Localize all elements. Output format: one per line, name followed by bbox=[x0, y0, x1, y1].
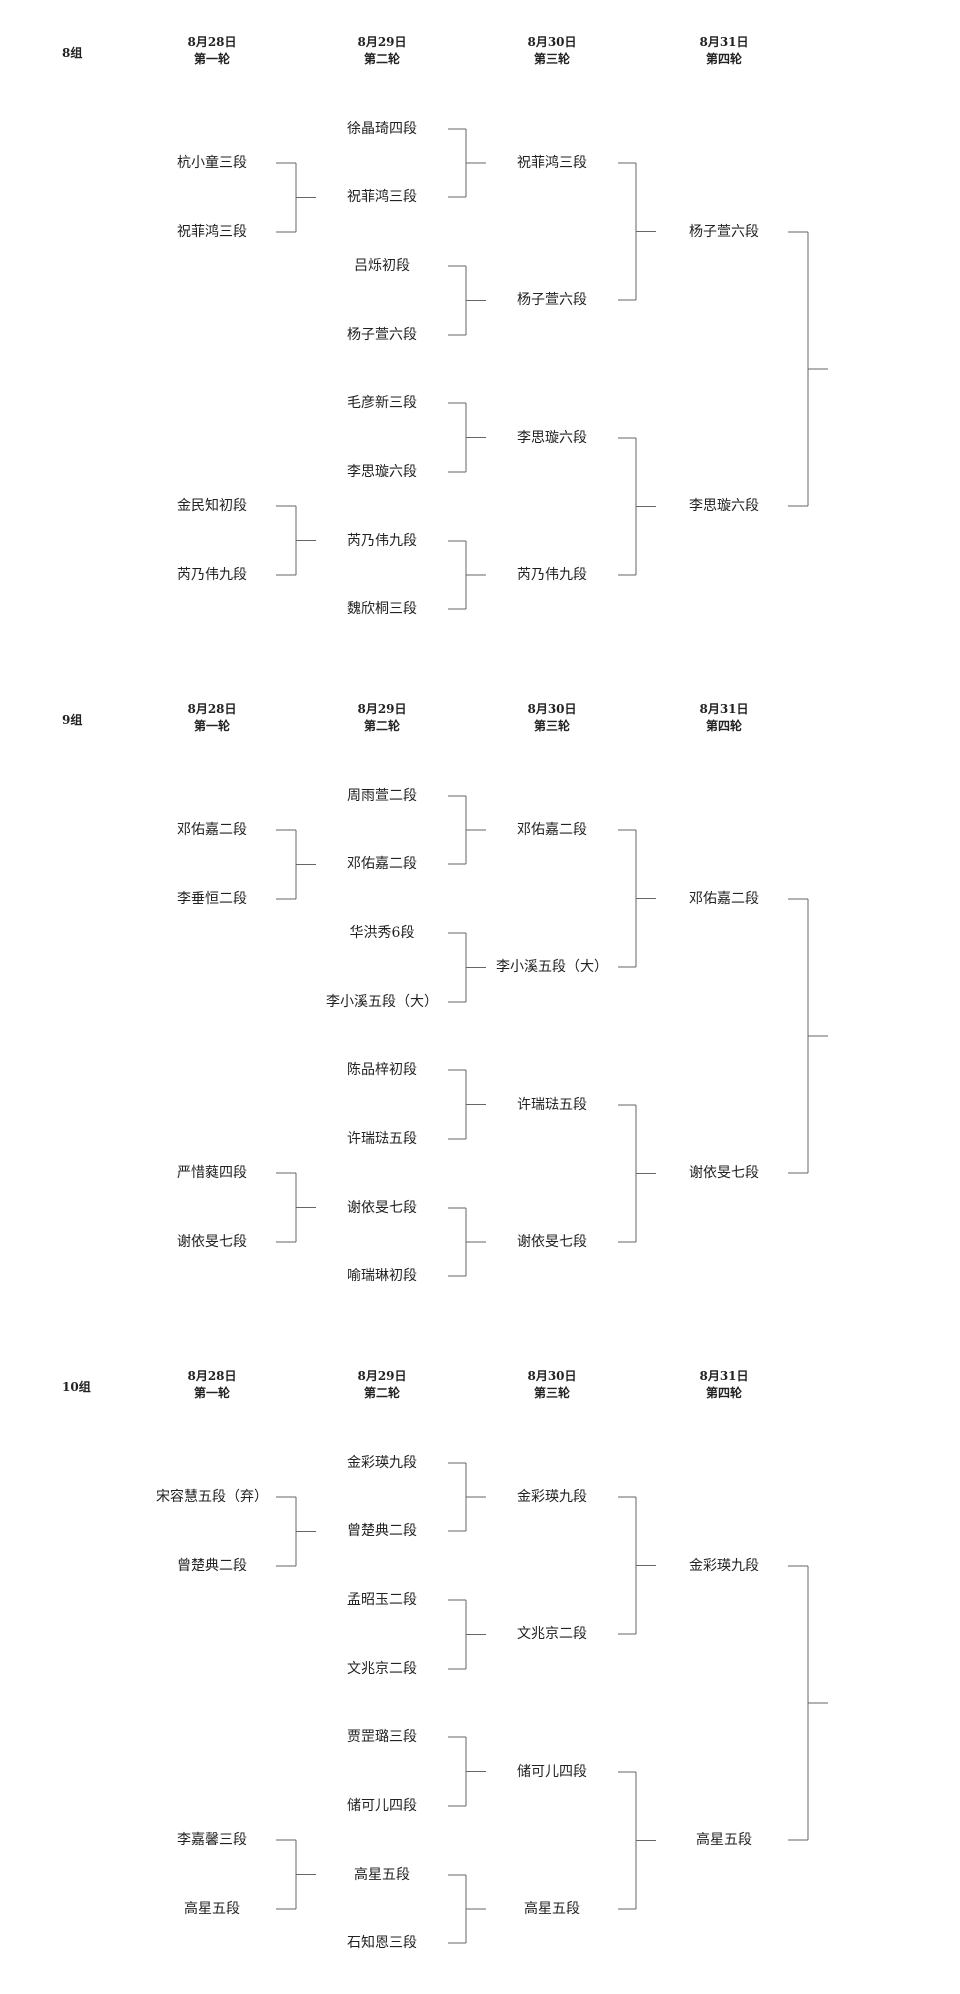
player-name: 金彩瑛九段 bbox=[347, 1455, 417, 1471]
player-name: 毛彦新三段 bbox=[347, 395, 417, 411]
round-date: 8月30日 bbox=[527, 702, 577, 716]
player-name: 杨子萱六段 bbox=[517, 292, 587, 308]
player-name: 芮乃伟九段 bbox=[177, 567, 247, 583]
player-name: 曾楚典二段 bbox=[347, 1523, 417, 1539]
round-name: 第二轮 bbox=[363, 1386, 400, 1400]
player-name: 谢依旻七段 bbox=[177, 1234, 247, 1250]
player-name: 谢依旻七段 bbox=[517, 1234, 587, 1250]
round-name: 第二轮 bbox=[363, 719, 400, 733]
player-name: 芮乃伟九段 bbox=[517, 567, 587, 583]
round-header: 8月30日第三轮 bbox=[492, 34, 612, 68]
round-header: 8月28日第一轮 bbox=[152, 34, 272, 68]
player-name: 杨子萱六段 bbox=[689, 224, 759, 240]
player-name: 宋容慧五段（弃） bbox=[156, 1489, 268, 1505]
bracket-lines bbox=[276, 795, 828, 1277]
player-name: 金彩瑛九段 bbox=[517, 1489, 587, 1505]
round-name: 第一轮 bbox=[193, 52, 230, 66]
round-name: 第四轮 bbox=[705, 719, 742, 733]
bracket-lines bbox=[276, 128, 828, 610]
round-header: 8月29日第二轮 bbox=[322, 34, 442, 68]
player-name: 吕烁初段 bbox=[354, 258, 410, 274]
round-date: 8月30日 bbox=[527, 1369, 577, 1383]
player-name: 李嘉馨三段 bbox=[177, 1832, 247, 1848]
player-name: 高星五段 bbox=[354, 1867, 410, 1883]
player-name: 高星五段 bbox=[184, 1901, 240, 1917]
player-name: 华洪秀6段 bbox=[349, 925, 415, 941]
player-name: 许瑞琺五段 bbox=[347, 1131, 417, 1147]
player-name: 邓佑嘉二段 bbox=[517, 822, 587, 838]
player-name: 祝菲鸿三段 bbox=[347, 189, 417, 205]
player-name: 曾楚典二段 bbox=[177, 1558, 247, 1574]
player-name: 邓佑嘉二段 bbox=[347, 856, 417, 872]
round-header: 8月31日第四轮 bbox=[664, 1368, 784, 1402]
round-date: 8月29日 bbox=[357, 702, 407, 716]
player-name: 文兆京二段 bbox=[347, 1661, 417, 1677]
player-name: 祝菲鸿三段 bbox=[517, 155, 587, 171]
round-header: 8月31日第四轮 bbox=[664, 34, 784, 68]
group-label: 9组 bbox=[62, 713, 83, 727]
player-name: 邓佑嘉二段 bbox=[177, 822, 247, 838]
player-name: 金彩瑛九段 bbox=[689, 1558, 759, 1574]
round-name: 第一轮 bbox=[193, 1386, 230, 1400]
round-date: 8月31日 bbox=[699, 702, 749, 716]
round-header: 8月28日第一轮 bbox=[152, 701, 272, 735]
player-name: 李思璇六段 bbox=[347, 464, 417, 480]
player-name: 周雨萱二段 bbox=[347, 788, 417, 804]
round-header: 8月30日第三轮 bbox=[492, 701, 612, 735]
group-label: 10组 bbox=[62, 1380, 91, 1394]
group-label: 8组 bbox=[62, 46, 83, 60]
round-name: 第三轮 bbox=[533, 52, 570, 66]
player-name: 高星五段 bbox=[524, 1901, 580, 1917]
player-name: 李小溪五段（大） bbox=[326, 994, 438, 1010]
player-name: 储可儿四段 bbox=[347, 1798, 417, 1814]
player-name: 祝菲鸿三段 bbox=[177, 224, 247, 240]
player-name: 金民知初段 bbox=[177, 498, 247, 514]
player-name: 喻瑞琳初段 bbox=[347, 1268, 417, 1284]
round-name: 第三轮 bbox=[533, 1386, 570, 1400]
player-name: 高星五段 bbox=[696, 1832, 752, 1848]
player-name: 陈品梓初段 bbox=[347, 1062, 417, 1078]
player-name: 贾罡璐三段 bbox=[347, 1729, 417, 1745]
player-name: 许瑞琺五段 bbox=[517, 1097, 587, 1113]
player-name: 文兆京二段 bbox=[517, 1626, 587, 1642]
round-date: 8月28日 bbox=[187, 702, 237, 716]
round-header: 8月29日第二轮 bbox=[322, 1368, 442, 1402]
round-header: 8月30日第三轮 bbox=[492, 1368, 612, 1402]
player-name: 谢依旻七段 bbox=[347, 1200, 417, 1216]
round-name: 第二轮 bbox=[363, 52, 400, 66]
player-name: 严惜蕤四段 bbox=[177, 1165, 247, 1181]
player-name: 石知恩三段 bbox=[347, 1935, 417, 1951]
round-date: 8月31日 bbox=[699, 35, 749, 49]
round-date: 8月30日 bbox=[527, 35, 577, 49]
player-name: 杨子萱六段 bbox=[347, 327, 417, 343]
round-header: 8月29日第二轮 bbox=[322, 701, 442, 735]
player-name: 孟昭玉二段 bbox=[347, 1592, 417, 1608]
round-name: 第四轮 bbox=[705, 52, 742, 66]
round-name: 第三轮 bbox=[533, 719, 570, 733]
player-name: 杭小童三段 bbox=[177, 155, 247, 171]
player-name: 邓佑嘉二段 bbox=[689, 891, 759, 907]
player-name: 芮乃伟九段 bbox=[347, 533, 417, 549]
round-header: 8月31日第四轮 bbox=[664, 701, 784, 735]
group-section: 10组 8月28日第一轮 8月29日第二轮 8月30日第三轮 8月31日第四轮宋容慧五段… bbox=[0, 1334, 960, 1994]
round-date: 8月28日 bbox=[187, 35, 237, 49]
round-date: 8月31日 bbox=[699, 1369, 749, 1383]
round-date: 8月28日 bbox=[187, 1369, 237, 1383]
round-date: 8月29日 bbox=[357, 35, 407, 49]
player-name: 李小溪五段（大） bbox=[496, 959, 608, 975]
player-name: 谢依旻七段 bbox=[689, 1165, 759, 1181]
player-name: 徐晶琦四段 bbox=[347, 121, 417, 137]
player-name: 李思璇六段 bbox=[517, 430, 587, 446]
round-name: 第四轮 bbox=[705, 1386, 742, 1400]
round-header: 8月28日第一轮 bbox=[152, 1368, 272, 1402]
player-name: 李垂恒二段 bbox=[177, 891, 247, 907]
bracket-lines bbox=[276, 1462, 828, 1944]
player-name: 李思璇六段 bbox=[689, 498, 759, 514]
player-name: 魏欣桐三段 bbox=[347, 601, 417, 617]
round-date: 8月29日 bbox=[357, 1369, 407, 1383]
round-name: 第一轮 bbox=[193, 719, 230, 733]
player-name: 储可儿四段 bbox=[517, 1764, 587, 1780]
